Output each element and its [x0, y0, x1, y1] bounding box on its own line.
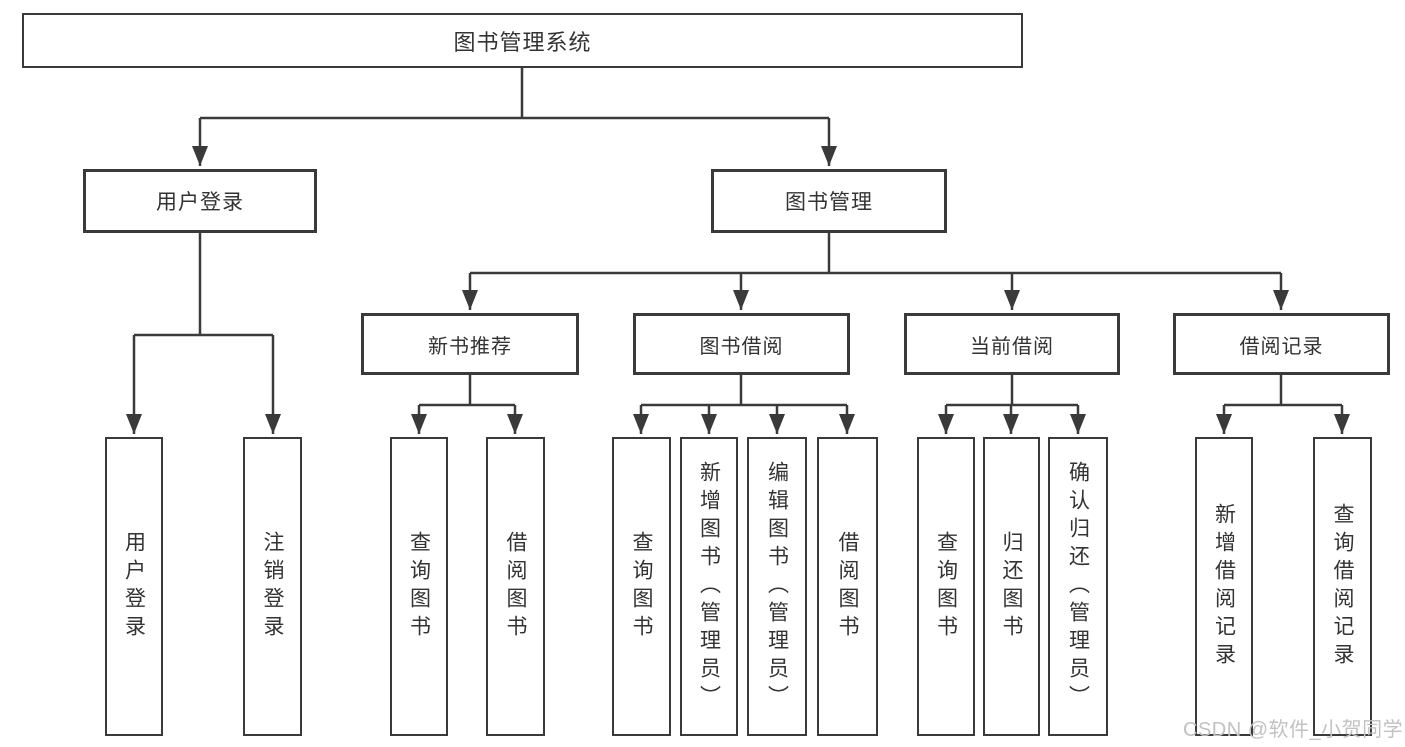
node-label: 新书推荐 — [428, 335, 512, 358]
node-label: 用户登录 — [122, 530, 146, 643]
leaf-current-confirm-return-admin: 确认归还（管理员） — [1048, 437, 1108, 736]
node-label: 图书借阅 — [699, 335, 784, 358]
node-new-book-recommend: 新书推荐 — [361, 313, 579, 375]
node-root-system: 图书管理系统 — [22, 13, 1023, 68]
node-label: 图书管理 — [785, 191, 873, 214]
node-label: 新增借阅记录 — [1212, 502, 1236, 671]
node-label: 新增图书（管理员） — [697, 460, 721, 713]
node-label: 查询图书 — [934, 530, 958, 643]
leaf-newbooks-query-books: 查询图书 — [390, 437, 448, 736]
leaf-borrow-query-books: 查询图书 — [612, 437, 671, 736]
node-label: 借阅图书 — [836, 530, 859, 643]
leaf-records-add-record: 新增借阅记录 — [1195, 437, 1253, 736]
node-label: 注销登录 — [261, 530, 284, 643]
node-label: 借阅图书 — [504, 530, 527, 643]
node-book-management: 图书管理 — [711, 169, 947, 233]
node-book-borrow: 图书借阅 — [633, 313, 850, 375]
node-user-login: 用户登录 — [83, 169, 317, 233]
node-label: 用户登录 — [156, 191, 244, 214]
node-label: 确认归还（管理员） — [1066, 460, 1090, 713]
leaf-borrow-edit-books-admin: 编辑图书（管理员） — [747, 437, 807, 736]
node-borrow-records: 借阅记录 — [1173, 313, 1390, 375]
node-label: 查询借阅记录 — [1331, 502, 1354, 671]
node-label: 查询图书 — [407, 530, 431, 643]
leaf-user-login: 用户登录 — [105, 437, 163, 736]
leaf-logout: 注销登录 — [243, 437, 302, 736]
node-label: 查询图书 — [630, 530, 653, 643]
node-current-borrow: 当前借阅 — [904, 313, 1120, 375]
csdn-watermark: CSDN @软件_小贺同学 — [1183, 719, 1404, 741]
leaf-borrow-borrow-books: 借阅图书 — [817, 437, 878, 736]
node-label: 编辑图书（管理员） — [765, 460, 789, 713]
leaf-borrow-add-books-admin: 新增图书（管理员） — [680, 437, 738, 736]
leaf-current-query-books: 查询图书 — [917, 437, 975, 736]
node-label: 图书管理系统 — [453, 29, 592, 55]
leaf-current-return-books: 归还图书 — [983, 437, 1040, 736]
node-label: 借阅记录 — [1239, 335, 1324, 358]
leaf-records-query-record: 查询借阅记录 — [1313, 437, 1372, 736]
node-label: 当前借阅 — [970, 335, 1054, 358]
leaf-newbooks-borrow-books: 借阅图书 — [486, 437, 545, 736]
node-label: 归还图书 — [1000, 530, 1023, 643]
